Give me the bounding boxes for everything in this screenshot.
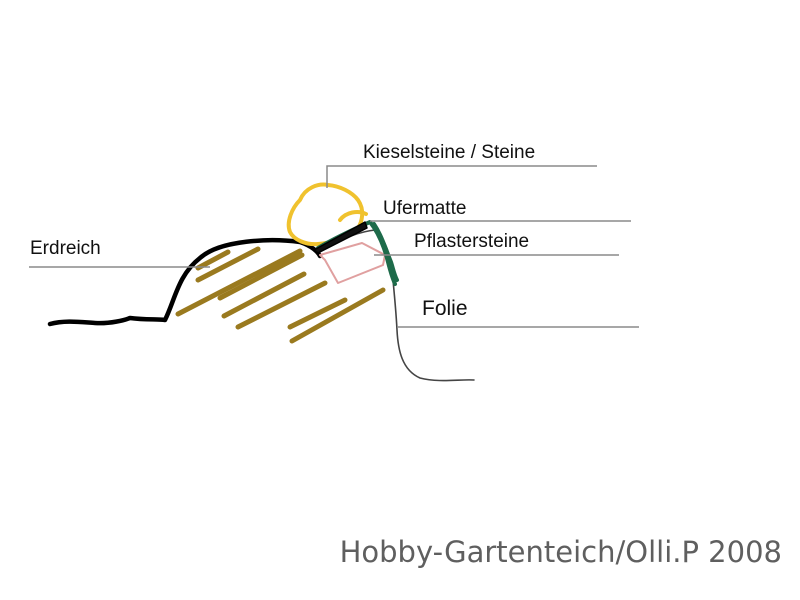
label-paving-stones: Pflastersteine: [414, 231, 529, 252]
edge-cap: [313, 221, 368, 254]
soil-hatching: [175, 246, 386, 344]
label-bank-mat: Ufermatte: [383, 198, 466, 219]
paving-stone: [319, 242, 386, 284]
label-liner: Folie: [422, 297, 468, 320]
pond-liner: [317, 229, 475, 382]
label-pebbles: Kieselsteine / Steine: [363, 142, 535, 163]
label-soil: Erdreich: [30, 238, 101, 259]
footer-credit: Hobby-Gartenteich/Olli.P 2008: [340, 535, 782, 569]
leader-lines: [29, 165, 639, 328]
leader-pebbles: [326, 165, 597, 188]
